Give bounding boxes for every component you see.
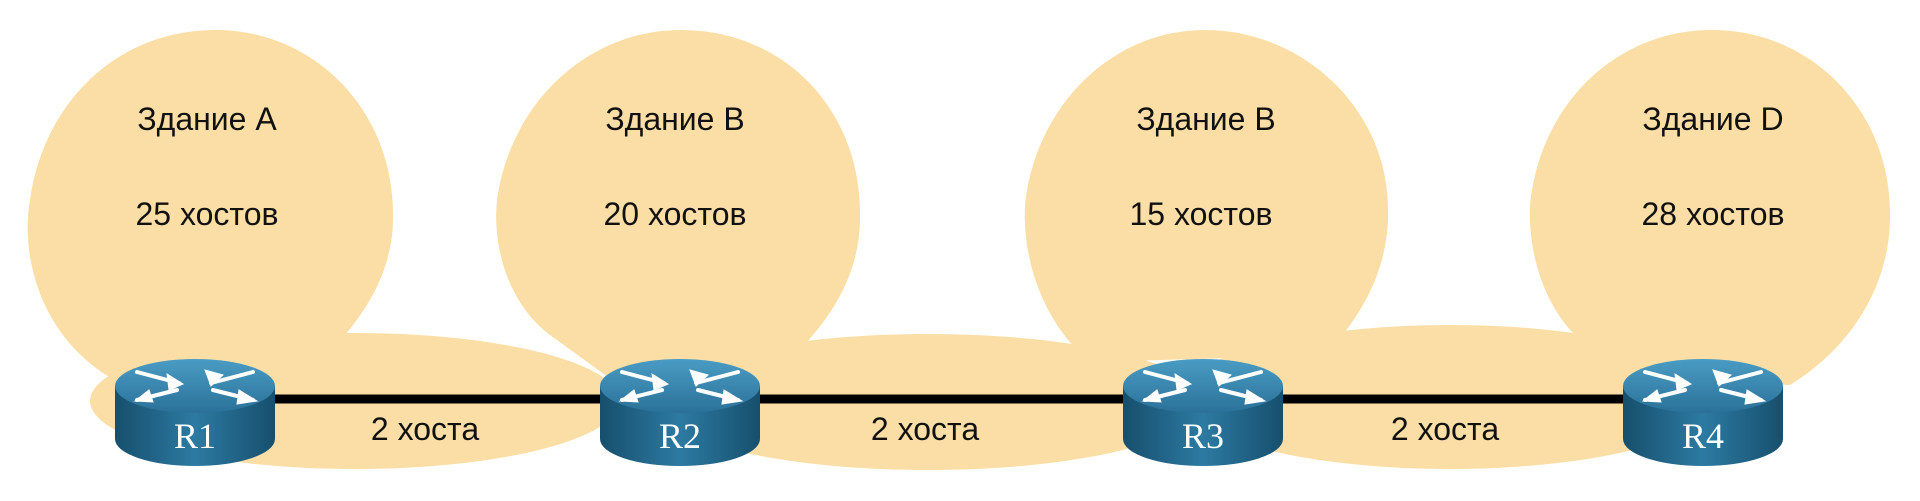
building-name: Здание A (137, 101, 277, 137)
router-label: R4 (1682, 416, 1724, 456)
building-name: Здание D (1642, 101, 1783, 137)
building-a-label: Здание A 25 хостов (135, 101, 278, 232)
building-name: Здание B (1136, 101, 1275, 137)
routers: R1 R2 R3 R4 (113, 357, 1785, 468)
link-r1-r2-label: 2 хоста (371, 411, 479, 447)
building-b-label: Здание B 20 хостов (603, 101, 746, 232)
router-label: R1 (174, 416, 216, 456)
link-r2-r3-label: 2 хоста (871, 411, 979, 447)
router-label: R3 (1182, 416, 1224, 456)
link-r3-r4-label: 2 хоста (1391, 411, 1499, 447)
building-c-label: Здание B 15 хостов (1129, 101, 1275, 232)
building-hosts: 25 хостов (135, 196, 278, 232)
building-d-area (1529, 30, 1891, 385)
building-d-label: Здание D 28 хостов (1641, 101, 1784, 232)
router-r1: R1 (113, 357, 277, 468)
building-hosts: 28 хостов (1641, 196, 1784, 232)
router-r4: R4 (1621, 357, 1785, 468)
router-r3: R3 (1121, 357, 1285, 468)
building-hosts: 15 хостов (1129, 196, 1272, 232)
router-label: R2 (659, 416, 701, 456)
building-hosts: 20 хостов (603, 196, 746, 232)
network-areas (27, 29, 1891, 470)
router-r2: R2 (598, 357, 762, 468)
building-name: Здание B (605, 101, 744, 137)
